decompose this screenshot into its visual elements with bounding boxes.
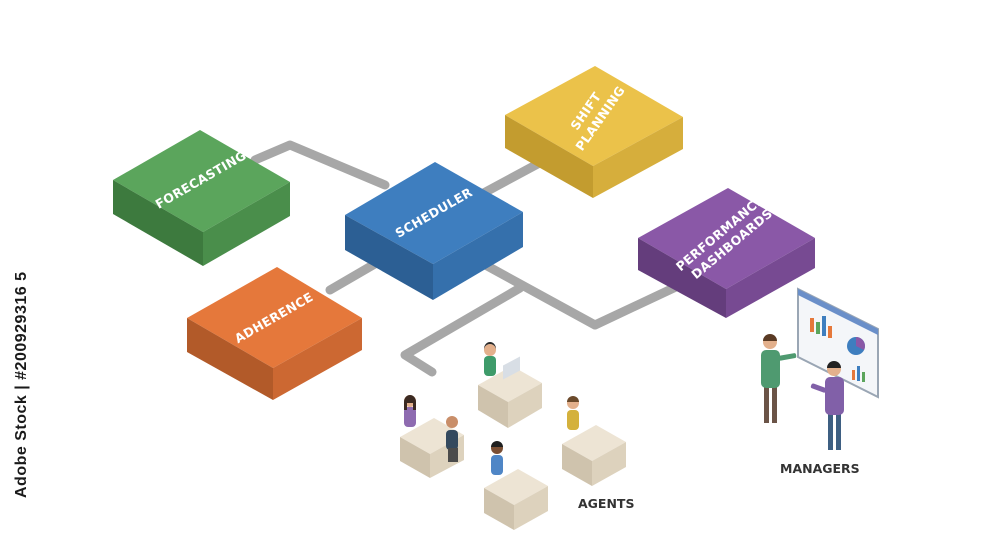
agent-person-4 — [567, 396, 579, 430]
mini-bar-chart-icon — [852, 366, 865, 382]
connector-scheduler-performance — [475, 257, 685, 330]
connector-scheduler-shift — [475, 155, 550, 200]
pie-chart-icon — [847, 337, 865, 355]
manager-person-2 — [810, 361, 844, 450]
managers-label: MANAGERS — [780, 461, 860, 476]
connector-forecasting-scheduler — [250, 140, 390, 190]
agents-group: AGENTS — [400, 342, 634, 530]
connector-to-agents — [400, 283, 525, 377]
agent-person-3 — [446, 416, 458, 462]
bar-chart-icon — [810, 316, 832, 338]
managers-group: MANAGERS — [761, 287, 879, 476]
agent-desk-1 — [478, 342, 542, 428]
performance-dashboards-module[interactable]: PERFORMANCE DASHBOARDS — [638, 188, 815, 318]
agents-label: AGENTS — [578, 496, 634, 511]
manager-person-1 — [761, 334, 797, 423]
stock-watermark-id: Adobe Stock | #200929316 5 — [13, 271, 30, 499]
agent-person-2 — [404, 395, 416, 427]
agent-person-1 — [484, 342, 496, 376]
agent-desk-2 — [400, 395, 464, 478]
agent-desk-3 — [562, 396, 626, 486]
adherence-module[interactable]: ADHERENCE — [187, 267, 362, 400]
forecasting-module[interactable]: FORECASTING — [113, 130, 290, 266]
agent-person-5 — [491, 441, 503, 475]
shift-planning-module[interactable]: SHIFT PLANNING — [505, 66, 683, 198]
agent-desk-4 — [484, 441, 548, 530]
dashboard-board — [797, 287, 879, 399]
scheduler-module[interactable]: SCHEDULER — [345, 162, 523, 300]
